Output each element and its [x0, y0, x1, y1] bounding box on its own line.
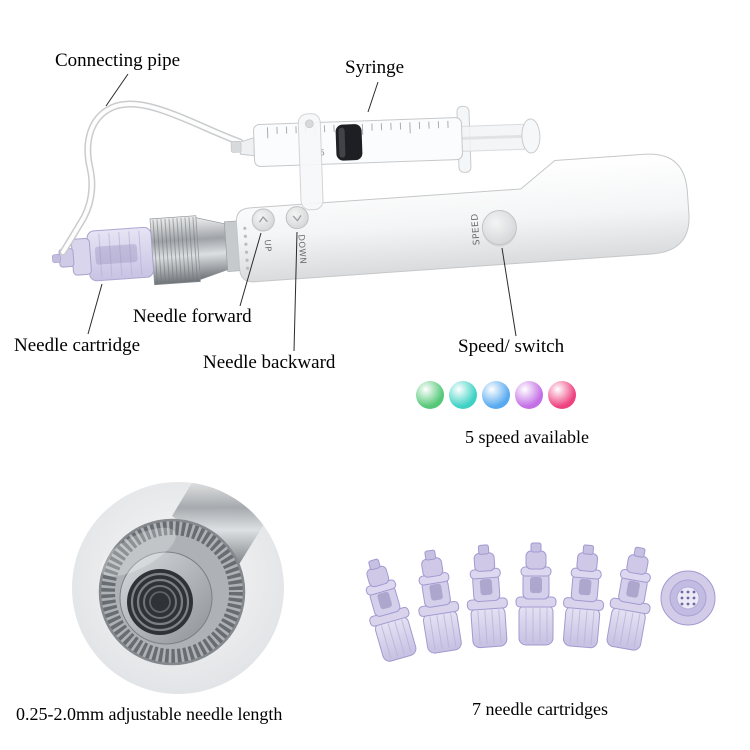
needle-length-photo	[72, 482, 284, 694]
metal-collar	[149, 215, 241, 286]
pointer-needle-backward	[293, 231, 298, 352]
syringe-graphic: 5	[230, 105, 541, 211]
down-button: DOWN	[285, 206, 309, 265]
meso-gun-device: UP DOWN SPEED	[51, 153, 690, 286]
plunger-thumb-pad	[521, 118, 541, 154]
pointer-needle-forward	[239, 232, 262, 307]
syringe-label: Syringe	[345, 57, 405, 78]
connecting-pipe-label: Connecting pipe	[55, 50, 181, 71]
five-speed-caption: 5 speed available	[465, 427, 589, 447]
device-body	[235, 153, 690, 283]
down-button-label: DOWN	[295, 234, 307, 265]
cartridge-top-view	[660, 570, 716, 626]
pointer-speed-switch	[501, 247, 517, 337]
speed-dots	[416, 381, 576, 409]
pointer-connecting-pipe	[105, 73, 129, 107]
up-button: UP	[251, 208, 275, 252]
speed-switch-label: Speed/ switch	[458, 336, 565, 357]
needle-cartridge	[51, 226, 155, 282]
needle-cartridge-label: Needle cartridge	[14, 335, 141, 356]
speed-button: SPEED	[470, 210, 517, 247]
vent-dots	[243, 226, 250, 270]
up-button-label: UP	[262, 239, 273, 252]
speed-dot	[416, 381, 444, 409]
connecting-pipe-tube	[59, 100, 244, 256]
needle-forward-label: Needle forward	[133, 306, 252, 327]
speed-dot	[449, 381, 477, 409]
speed-dot	[548, 381, 576, 409]
syringe-scale-number: 5	[320, 148, 325, 157]
needle-backward-label: Needle backward	[203, 352, 336, 373]
pointer-needle-cartridge	[87, 283, 103, 335]
cartridge-set	[353, 542, 716, 665]
seven-cartridges-caption: 7 needle cartridges	[472, 699, 608, 719]
needle-length-caption: 0.25-2.0mm adjustable needle length	[16, 704, 283, 724]
speed-dot	[515, 381, 543, 409]
speed-button-label: SPEED	[470, 213, 482, 246]
speed-dot	[482, 381, 510, 409]
pointer-syringe	[367, 81, 379, 113]
pointer-lines	[87, 73, 517, 352]
syringe-clamp	[297, 113, 324, 211]
